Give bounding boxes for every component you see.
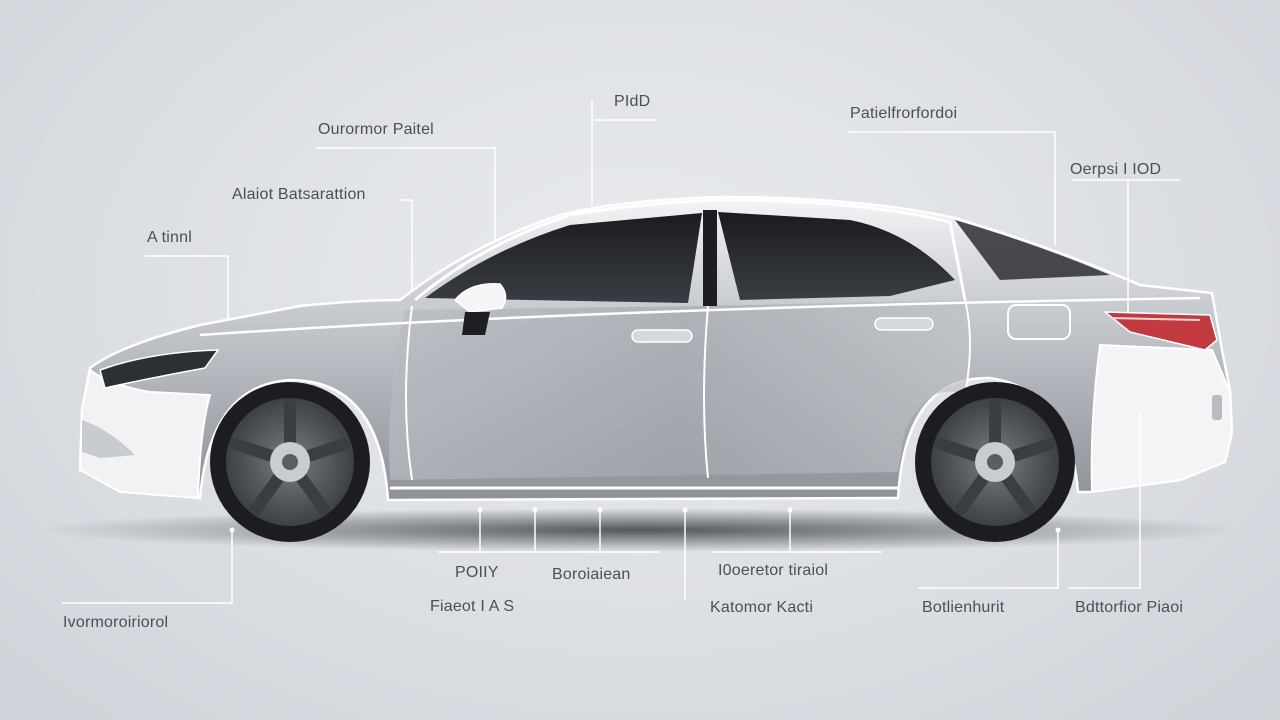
front-door-handle (631, 329, 693, 343)
label-top-1: Ourormor Paitel (318, 121, 434, 138)
label-top-4: Oerpsi I IOD (1070, 161, 1162, 178)
front-wheel (210, 382, 370, 542)
window-frame (414, 198, 967, 302)
label-bottom-7: Botlienhurit (922, 599, 1005, 616)
front-window (425, 213, 702, 303)
fuel-door (1007, 304, 1071, 340)
taillight-highlight (1109, 317, 1201, 321)
rear-window (718, 212, 955, 300)
label-bottom-5: I0oeretor tiraiol (718, 562, 829, 579)
label-bottom-3: Fiaeot I A S (430, 598, 515, 615)
rear-wheel (915, 382, 1075, 542)
c-pillar-glass (955, 220, 1110, 280)
center-door-seam (703, 305, 709, 479)
leader-lines (62, 100, 1180, 604)
label-left-2: A tinnl (147, 229, 192, 246)
front-bumper (78, 368, 212, 500)
headlight (99, 349, 220, 389)
label-bottom-2: POIIY (455, 564, 499, 581)
leader-dots (229, 507, 1061, 533)
mirror-mount (462, 312, 490, 335)
rear-door-handle (874, 317, 934, 331)
label-top-3: Patielfrorfordoi (850, 105, 958, 122)
rear-bumper (1090, 343, 1234, 494)
b-pillar (703, 210, 717, 306)
front-grille (82, 420, 135, 458)
label-bottom-1: Ivormoroiriorol (63, 614, 169, 631)
taillight (1102, 311, 1218, 351)
side-panel (389, 300, 975, 480)
label-top-2: PIdD (614, 93, 651, 110)
front-door-seam (405, 305, 413, 481)
side-mirror (453, 283, 507, 313)
label-bottom-8: Bdttorfior Piaoi (1075, 599, 1184, 616)
label-left-1: Alaiot Batsarattion (232, 186, 366, 203)
rear-reflector (1212, 395, 1222, 420)
character-line (199, 296, 1201, 337)
rear-door-seam (964, 299, 971, 396)
car-body (78, 195, 1234, 502)
label-bottom-6: Katomor Kacti (710, 599, 814, 616)
label-bottom-4: Boroiaiean (552, 566, 631, 583)
